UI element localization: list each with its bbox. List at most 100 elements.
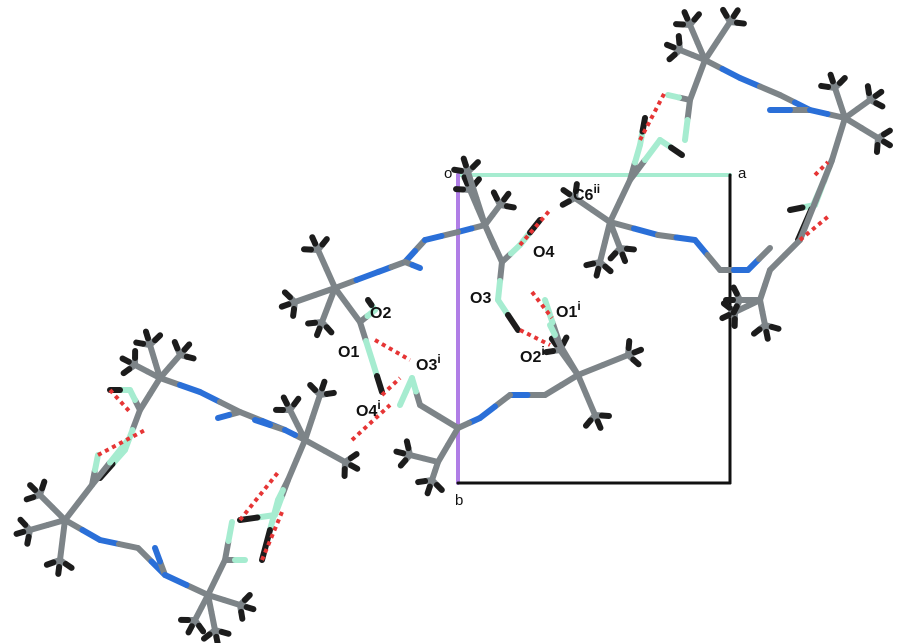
bond-half [490, 189, 500, 202]
hydrogen-bond-dash [530, 290, 554, 320]
bond-half [157, 375, 183, 388]
bond-half [880, 138, 893, 149]
bond-half [183, 353, 197, 362]
bond-half [27, 522, 51, 533]
bond-half [737, 75, 763, 90]
axis-label-origin: o [444, 165, 452, 182]
bond-half [171, 339, 181, 352]
bond-half [768, 323, 782, 332]
bond-half [109, 447, 128, 467]
bond-half [332, 277, 360, 291]
bond-half [842, 115, 865, 131]
bond-half [213, 557, 228, 581]
bond-half [62, 499, 82, 523]
bond-half [632, 142, 643, 166]
bond-half [730, 7, 741, 20]
bond-half [813, 157, 835, 203]
bond-half [62, 560, 75, 571]
bond-half [24, 533, 32, 547]
bond-half [374, 373, 385, 395]
hydrogen-bond-dash [260, 511, 284, 561]
bond-half [505, 312, 521, 333]
bond-half [575, 362, 606, 378]
bond-half [39, 478, 48, 492]
bond-half [873, 141, 881, 155]
molecule-bonds [13, 6, 893, 643]
bond-half [129, 407, 143, 433]
bond-half [807, 107, 831, 117]
bond-half [600, 352, 631, 368]
axis-label-a: a [738, 165, 747, 182]
atom-label-c6ii: C6ii [573, 182, 600, 204]
bond-half [397, 388, 409, 408]
bond-half [751, 326, 763, 337]
hydrogen-bond-dash [97, 428, 146, 457]
bond-half [880, 127, 893, 138]
bond-half [702, 38, 721, 63]
bond-half [560, 334, 570, 347]
hydrogen-bonds [97, 91, 832, 561]
hydrogen-bond-dash [350, 403, 392, 442]
bond-half [631, 346, 644, 356]
bond-half [559, 198, 572, 208]
bond-half [185, 623, 195, 636]
bond-half [627, 157, 648, 183]
bond-half [177, 382, 203, 395]
bond-half [196, 622, 207, 635]
bond-half [864, 83, 872, 97]
bond-half [687, 77, 701, 103]
bond-half [625, 338, 633, 352]
bond-half [664, 41, 677, 51]
bond-half [702, 57, 726, 72]
bond-half [495, 297, 511, 318]
bond-half [347, 451, 360, 462]
bond-half [655, 232, 680, 241]
bond-half [290, 305, 298, 319]
bond-half [668, 144, 685, 158]
bond-half [465, 169, 480, 202]
bond-half [241, 591, 253, 603]
bond-half [682, 117, 691, 143]
bond-half [393, 448, 407, 457]
bond-half [872, 88, 885, 99]
bond-half [315, 247, 330, 272]
bond-half [238, 608, 246, 622]
bond-half [424, 483, 433, 497]
bond-half [215, 412, 232, 421]
bond-half [147, 375, 163, 397]
hydrogen-bond-dash [813, 160, 830, 177]
bond-half [547, 322, 558, 338]
atom-label-o4: O4 [533, 244, 554, 261]
bond-half [120, 366, 133, 377]
bond-half [687, 22, 701, 46]
bond-half [589, 207, 613, 225]
bond-half [543, 348, 557, 356]
bond-half [183, 582, 211, 598]
bond-half [829, 136, 842, 163]
bond-half [281, 289, 293, 301]
bond-half [873, 100, 886, 110]
bond-half [57, 537, 66, 563]
bond-half [607, 250, 619, 262]
bond-half [27, 482, 39, 494]
bond-half [642, 137, 663, 163]
bond-half [433, 481, 445, 493]
bond-half [719, 66, 743, 81]
bond-half [422, 233, 445, 243]
bond-half [495, 278, 503, 303]
bond-half [757, 83, 783, 98]
bond-half [594, 418, 604, 431]
bond-half [119, 355, 132, 365]
bond-half [607, 219, 637, 232]
bond-half [409, 262, 423, 271]
bond-half [142, 328, 151, 342]
bond-half [720, 6, 730, 19]
bond-half [116, 541, 141, 551]
atom-label-o1i: O1i [556, 299, 581, 321]
bond-half [307, 382, 319, 394]
hydrogen-bond-dash [798, 213, 832, 242]
bond-half [403, 438, 412, 452]
bond-half [572, 181, 580, 195]
bond-half [218, 628, 232, 637]
